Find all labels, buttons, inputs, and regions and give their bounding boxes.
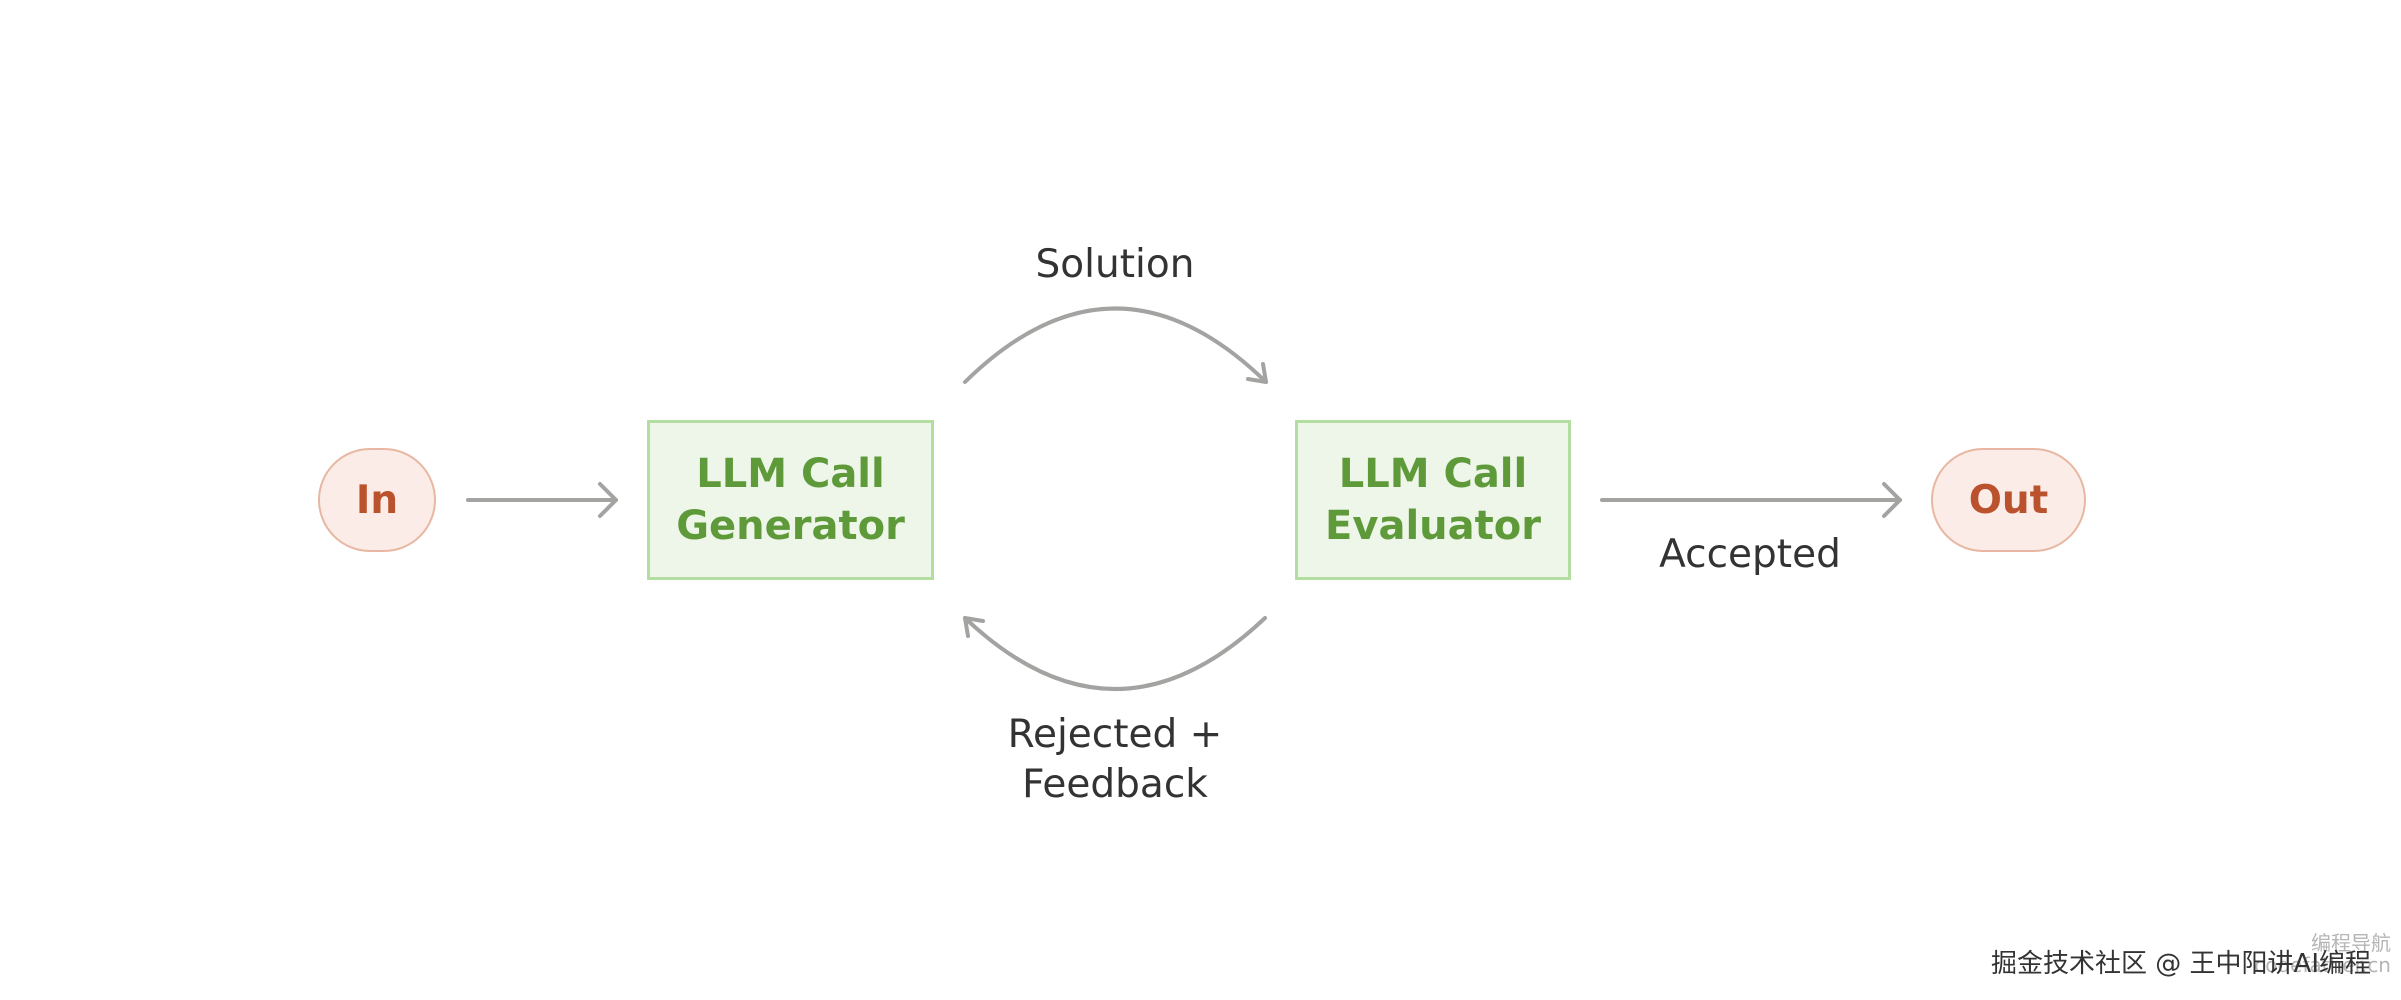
generator-node-line2: Generator — [676, 503, 905, 549]
feedback-label-line2: Feedback — [1022, 762, 1208, 807]
input-node-label: In — [355, 477, 399, 523]
solution-label: Solution — [965, 240, 1265, 290]
watermark-faint: 编程导航 codefather.cn — [2254, 932, 2391, 976]
evaluator-node-line2: Evaluator — [1325, 503, 1541, 549]
in-to-generator-arrow — [466, 482, 618, 518]
watermark-text-label: 掘金技术社区 @ 王中阳讲AI编程 — [1991, 949, 2371, 979]
accepted-label-text: Accepted — [1659, 532, 1841, 577]
feedback-arrow — [963, 616, 1267, 691]
accepted-arrow — [1600, 482, 1902, 518]
feedback-label-line1: Rejected + — [1007, 712, 1223, 757]
generator-node-line1: LLM Call — [696, 451, 885, 497]
output-node: Out — [1931, 448, 2086, 552]
solution-arrow — [963, 306, 1268, 384]
feedback-label: Rejected + Feedback — [955, 710, 1275, 810]
generator-node: LLM Call Generator — [647, 420, 934, 580]
watermark-faint-line1: 编程导航 — [2311, 931, 2391, 955]
evaluator-node: LLM Call Evaluator — [1295, 420, 1571, 580]
input-node: In — [318, 448, 436, 552]
evaluator-node-line1: LLM Call — [1338, 451, 1528, 497]
solution-label-text: Solution — [1035, 242, 1195, 287]
watermark-faint-line2: codefather.cn — [2254, 953, 2391, 977]
watermark-text: 掘金技术社区 @ 王中阳讲AI编程 — [1991, 943, 2371, 980]
accepted-label: Accepted — [1610, 530, 1890, 580]
output-node-label: Out — [1968, 477, 2049, 523]
